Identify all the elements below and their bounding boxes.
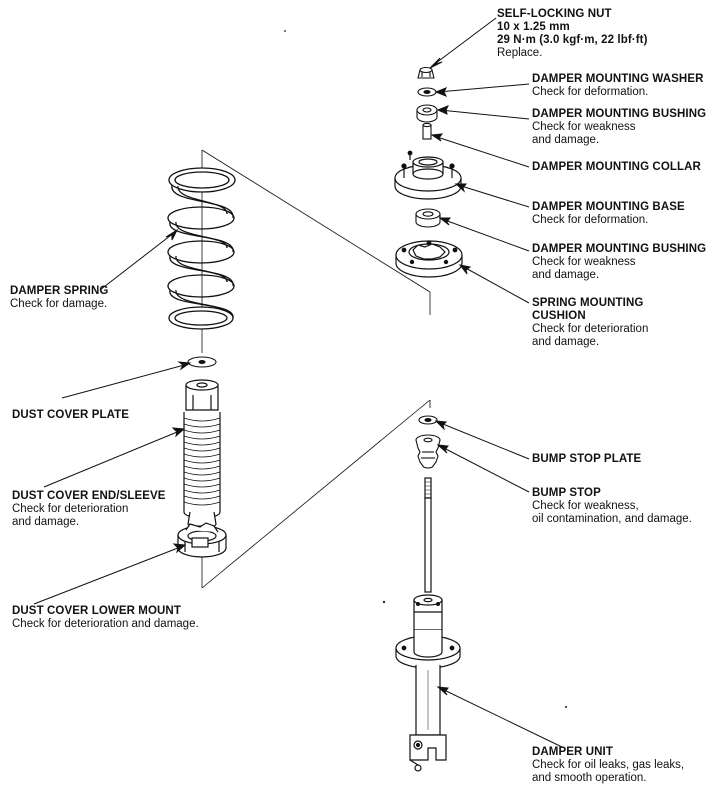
dust-cover-sleeve — [183, 379, 221, 529]
upper-bushing-note-2: and damage. — [532, 134, 600, 146]
washer-title: DAMPER MOUNTING WASHER — [532, 73, 704, 85]
upper-bushing-title: DAMPER MOUNTING BUSHING — [532, 108, 707, 120]
bump-stop-title: BUMP STOP — [532, 487, 601, 499]
cushion-title-1: SPRING MOUNTING — [532, 297, 644, 309]
guide-lines — [201, 149, 431, 589]
upper-bushing-note-1: Check for weakness — [532, 121, 636, 133]
leader-lines — [33, 17, 563, 748]
dust-cover-lower-mount — [177, 522, 227, 558]
damper-unit-note-2: and smooth operation. — [532, 772, 647, 784]
callout-dust-cover-plate: DUST COVER PLATE — [12, 409, 129, 422]
lower-bushing-note-2: and damage. — [532, 269, 600, 281]
cushion-title-2: CUSHION — [532, 310, 586, 322]
damper-unit — [395, 477, 461, 772]
damper-mounting-bushing-upper — [416, 104, 438, 123]
damper-mounting-washer — [417, 87, 437, 97]
self-locking-nut — [417, 66, 435, 79]
base-note: Check for deformation. — [532, 214, 649, 226]
spring-mounting-cushion — [395, 240, 463, 278]
callout-dust-cover-sleeve: DUST COVER END/SLEEVE Check for deterior… — [12, 490, 166, 529]
dust-cover-plate — [187, 356, 217, 368]
self-locking-nut-note: Replace. — [497, 47, 543, 59]
lower-bushing-title: DAMPER MOUNTING BUSHING — [532, 243, 707, 255]
bump-stop-note-1: Check for weakness, — [532, 500, 639, 512]
self-locking-nut-title: SELF-LOCKING NUT — [497, 8, 612, 20]
bump-plate-title: BUMP STOP PLATE — [532, 453, 642, 465]
bump-stop-note-2: oil contamination, and damage. — [532, 513, 692, 525]
self-locking-nut-thread-spec: 10 x 1.25 mm — [497, 21, 570, 33]
callout-dust-cover-lower-mount: DUST COVER LOWER MOUNT Check for deterio… — [12, 605, 199, 631]
spring-note: Check for damage. — [10, 298, 108, 310]
cushion-note-2: and damage. — [532, 336, 600, 348]
dust-sleeve-note-1: Check for deterioration — [12, 503, 129, 515]
callout-damper-mounting-collar: DAMPER MOUNTING COLLAR — [532, 161, 701, 174]
callout-damper-spring: DAMPER SPRING Check for damage. — [10, 285, 108, 311]
callout-damper-unit: DAMPER UNIT Check for oil leaks, gas lea… — [532, 746, 684, 785]
damper-mounting-bushing-lower — [415, 208, 441, 228]
dust-mount-title: DUST COVER LOWER MOUNT — [12, 605, 181, 617]
scan-specks — [284, 30, 567, 708]
spring-title: DAMPER SPRING — [10, 285, 109, 297]
base-title: DAMPER MOUNTING BASE — [532, 201, 685, 213]
damper-spring — [167, 167, 236, 330]
bump-stop-plate — [418, 415, 438, 425]
lower-bushing-note-1: Check for weakness — [532, 256, 636, 268]
bump-stop — [415, 434, 441, 469]
dust-plate-title: DUST COVER PLATE — [12, 409, 130, 421]
callout-bump-stop: BUMP STOP Check for weakness, oil contam… — [532, 487, 692, 526]
washer-note: Check for deformation. — [532, 86, 649, 98]
callout-damper-mounting-bushing-lower: DAMPER MOUNTING BUSHING Check for weakne… — [532, 243, 706, 282]
damper-unit-note-1: Check for oil leaks, gas leaks, — [532, 759, 685, 771]
callout-damper-mounting-washer: DAMPER MOUNTING WASHER Check for deforma… — [532, 73, 704, 99]
callout-spring-mounting-cushion: SPRING MOUNTING CUSHION Check for deteri… — [532, 297, 648, 349]
collar-title: DAMPER MOUNTING COLLAR — [532, 161, 701, 173]
self-locking-nut-torque-spec: 29 N·m (3.0 kgf·m, 22 lbf·ft) — [497, 34, 648, 46]
damper-mounting-base — [394, 150, 462, 200]
callout-bump-stop-plate: BUMP STOP PLATE — [532, 453, 641, 466]
dust-mount-note: Check for deterioration and damage. — [12, 618, 199, 630]
callout-damper-mounting-bushing-upper: DAMPER MOUNTING BUSHING Check for weakne… — [532, 108, 706, 147]
dust-sleeve-note-2: and damage. — [12, 516, 80, 528]
callout-damper-mounting-base: DAMPER MOUNTING BASE Check for deformati… — [532, 201, 685, 227]
dust-sleeve-title: DUST COVER END/SLEEVE — [12, 490, 166, 502]
damper-unit-title: DAMPER UNIT — [532, 746, 613, 758]
damper-mounting-collar — [422, 122, 432, 140]
callout-self-locking-nut: SELF-LOCKING NUT 10 x 1.25 mm 29 N·m (3.… — [497, 8, 648, 60]
cushion-note-1: Check for deterioration — [532, 323, 649, 335]
